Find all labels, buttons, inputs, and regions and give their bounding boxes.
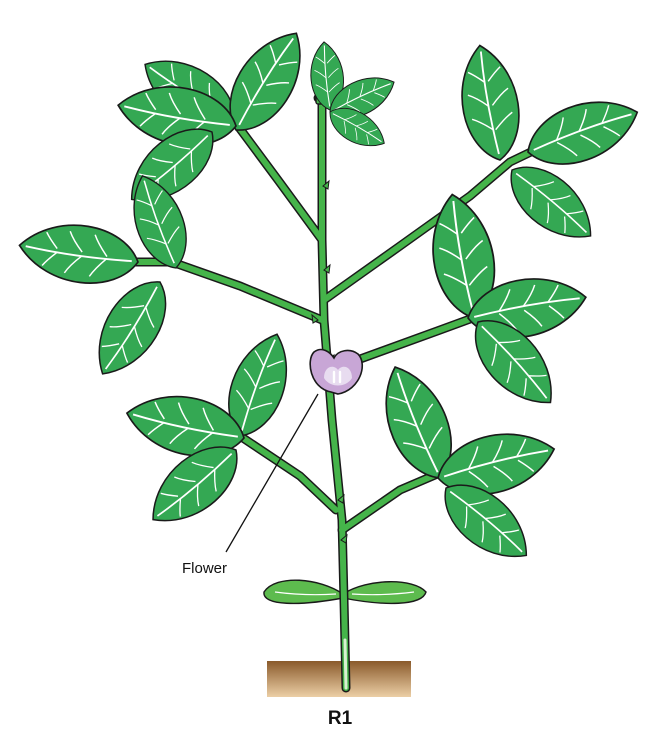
stage-label: R1	[328, 708, 353, 729]
stems	[132, 98, 560, 688]
leaf-right-top	[453, 41, 527, 165]
leaf-left-far	[16, 217, 142, 290]
soil	[267, 661, 411, 697]
leaf-right-top-low	[496, 151, 606, 254]
flower-label: Flower	[182, 560, 227, 577]
leaf-left-low	[81, 268, 182, 387]
flower	[310, 350, 362, 394]
leaf-right-top-far	[519, 86, 647, 178]
